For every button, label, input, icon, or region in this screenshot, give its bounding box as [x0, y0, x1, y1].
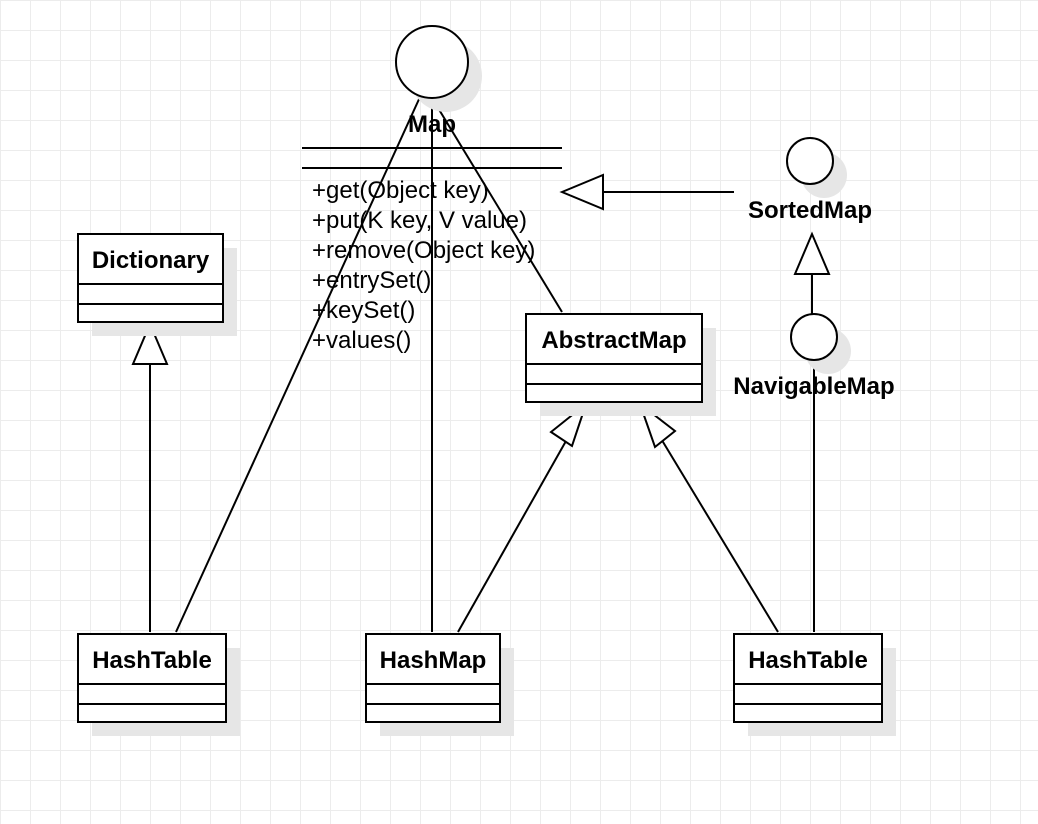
map-interface-circle[interactable]	[395, 25, 469, 99]
map-interface[interactable]: Map +get(Object key) +put(K key, V value…	[302, 25, 562, 354]
map-operation: +entrySet()	[312, 267, 431, 294]
map-operation: +put(K key, V value)	[312, 207, 527, 234]
sortedmap-interface-circle[interactable]	[786, 137, 834, 185]
map-operation: +get(Object key)	[312, 177, 489, 204]
hashmap-to-abstractmap-line	[457, 440, 567, 633]
abstractmap-class-box[interactable]	[525, 313, 703, 403]
hashtable-left-class[interactable]: HashTable	[77, 633, 240, 736]
navigablemap-interface-circle[interactable]	[790, 313, 838, 361]
map-interface-label: Map	[408, 111, 456, 138]
map-operation: +values()	[312, 327, 411, 354]
sortedmap-generalization-arrowhead	[793, 231, 831, 275]
hashtable-left-class-name: HashTable	[92, 647, 212, 674]
dictionary-class-box[interactable]	[77, 233, 224, 323]
hashtable-left-class-box[interactable]	[77, 633, 227, 723]
sortedmap-interface[interactable]: SortedMap	[748, 137, 872, 224]
abstractmap-class[interactable]: AbstractMap	[525, 313, 716, 416]
hashtable-right-to-abstractmap-line	[659, 436, 779, 633]
abstractmap-to-map-line	[431, 97, 563, 313]
hashtable-right-class[interactable]: HashTable	[733, 633, 896, 736]
map-generalization-arrowhead	[559, 173, 604, 211]
hashtable-right-class-name: HashTable	[748, 647, 868, 674]
sortedmap-interface-label: SortedMap	[748, 197, 872, 224]
navigablemap-interface-label: NavigableMap	[733, 373, 894, 400]
hashmap-class-box[interactable]	[365, 633, 501, 723]
dictionary-generalization-arrowhead	[131, 321, 169, 365]
map-operation: +remove(Object key)	[312, 237, 535, 264]
hashtable-right-class-box[interactable]	[733, 633, 883, 723]
hashmap-class[interactable]: HashMap	[365, 633, 514, 736]
abstractmap-class-name: AbstractMap	[541, 327, 686, 354]
navigablemap-interface[interactable]: NavigableMap	[733, 313, 895, 400]
dictionary-class-name: Dictionary	[92, 247, 210, 274]
hashmap-class-name: HashMap	[380, 647, 487, 674]
dictionary-class[interactable]: Dictionary	[77, 233, 237, 336]
hashtable-left-to-map-line	[175, 96, 421, 633]
map-operation: +keySet()	[312, 297, 415, 324]
